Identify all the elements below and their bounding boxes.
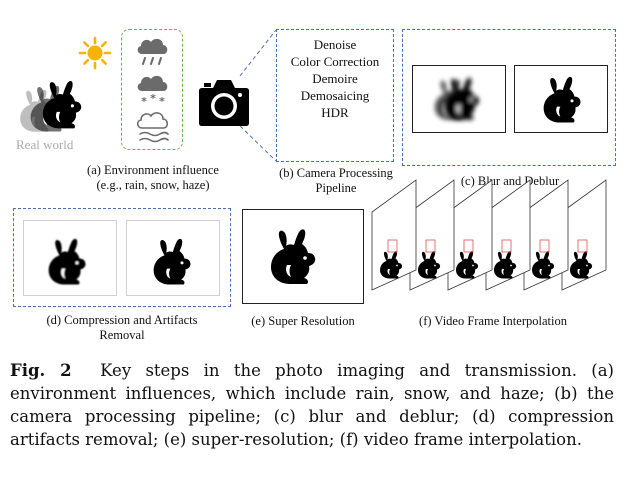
real-world-rabbits — [20, 81, 82, 132]
pipeline-step: HDR — [321, 105, 349, 120]
sun-icon — [78, 36, 112, 70]
rabbit-icon — [48, 238, 86, 285]
subcaption-b-line2: Pipeline — [315, 181, 357, 195]
video-frame — [561, 179, 607, 291]
pipeline-step: Demoire — [312, 71, 358, 86]
rabbit-icon — [434, 77, 480, 120]
video-frame — [523, 179, 569, 291]
haze-cloud-icon — [136, 112, 169, 143]
rabbit-icon — [271, 229, 316, 284]
svg-text:*: * — [141, 95, 147, 108]
pipeline-connector — [239, 29, 277, 162]
highlight-box — [463, 239, 474, 253]
rabbit-icon — [153, 238, 191, 285]
pipeline-step: Denoise — [313, 37, 357, 52]
highlight-box — [539, 239, 550, 253]
pipeline-box: Denoise Color Correction Demoire Demosai… — [276, 29, 394, 162]
real-world-label: Real world — [16, 137, 74, 152]
super-resolution-image — [242, 209, 364, 304]
highlight-box — [425, 239, 436, 253]
compression-box — [13, 208, 231, 307]
caption-text: Key steps in the photo imaging and trans… — [10, 361, 614, 449]
pipeline-step: Color Correction — [290, 54, 380, 69]
video-frame — [409, 179, 455, 291]
rain-cloud-icon — [137, 38, 168, 65]
environment-box: *** — [121, 29, 183, 150]
highlight-box — [577, 239, 588, 253]
highlight-box — [387, 239, 398, 253]
rabbit-icon — [543, 76, 581, 123]
subcaption-a-line2: (e.g., rain, snow, haze) — [96, 178, 210, 192]
restored-image — [126, 220, 220, 296]
blur-deblur-box — [402, 29, 616, 166]
blurred-image — [412, 65, 506, 133]
figure-caption: Fig. 2 Key steps in the photo imaging an… — [10, 359, 614, 451]
subcaption-a-line1: (a) Environment influence — [87, 163, 219, 177]
video-frame — [447, 179, 493, 291]
video-frames — [371, 179, 607, 291]
svg-text:*: * — [159, 95, 165, 108]
video-frame — [371, 179, 417, 291]
svg-text:*: * — [150, 92, 156, 105]
video-frame — [485, 179, 531, 291]
highlight-box — [501, 239, 512, 253]
deblurred-image — [514, 65, 608, 133]
subcaption-f: (f) Video Frame Interpolation — [419, 314, 567, 328]
subcaption-d-line2: Removal — [99, 328, 145, 342]
subcaption-d-line1: (d) Compression and Artifacts — [46, 313, 198, 327]
snow-cloud-icon: *** — [137, 75, 168, 108]
subcaption-b-line1: (b) Camera Processing — [279, 166, 393, 180]
compressed-image — [23, 220, 117, 296]
figure-label: Fig. 2 — [10, 361, 72, 380]
subcaption-e: (e) Super Resolution — [251, 314, 355, 328]
camera-icon — [199, 80, 249, 126]
pipeline-step: Demosaicing — [300, 88, 370, 103]
